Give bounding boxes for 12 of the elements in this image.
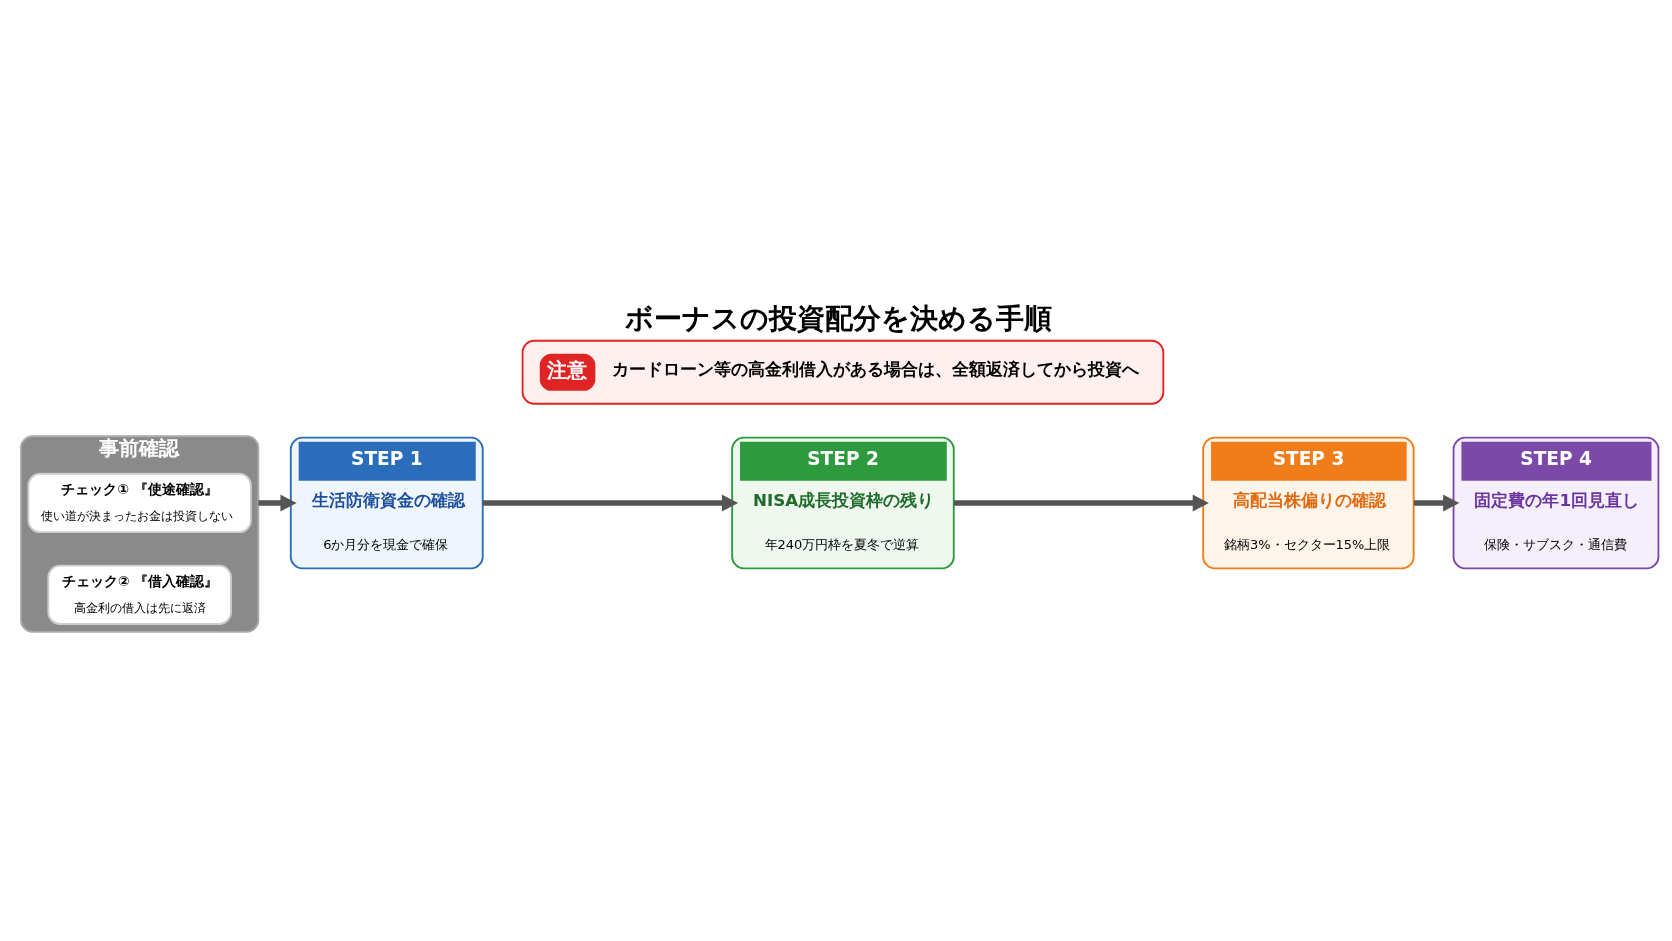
- arrow: [258, 494, 297, 511]
- arrow: [954, 494, 1209, 511]
- node-box: STEP 4 固定費の年1回見直し 保険・サブスク・通信費: [1452, 436, 1660, 569]
- node-box: チェック① 『使途確認』 使い道が決まったお金は投資しない: [27, 472, 252, 533]
- node-box: チェック② 『借入確認』 高金利の借入は先に返済: [47, 564, 232, 625]
- arrow: [482, 494, 739, 511]
- node-box: STEP 2 NISA成長投資枠の残り 年240万円枠を夏冬で逆算: [731, 436, 955, 569]
- node-box: STEP 1 生活防衛資金の確認 6か月分を現金で確保: [289, 436, 484, 569]
- arrow: [1413, 494, 1460, 511]
- node-box: STEP 3 高配当株偏りの確認 銘柄3%・セクター15%上限: [1202, 436, 1415, 569]
- diagram-title: ボーナスの投資配分を決める手順: [624, 301, 1052, 335]
- node-box: 注意 カードローン等の高金利借入がある場合は、全額返済してから投資へ: [521, 339, 1165, 405]
